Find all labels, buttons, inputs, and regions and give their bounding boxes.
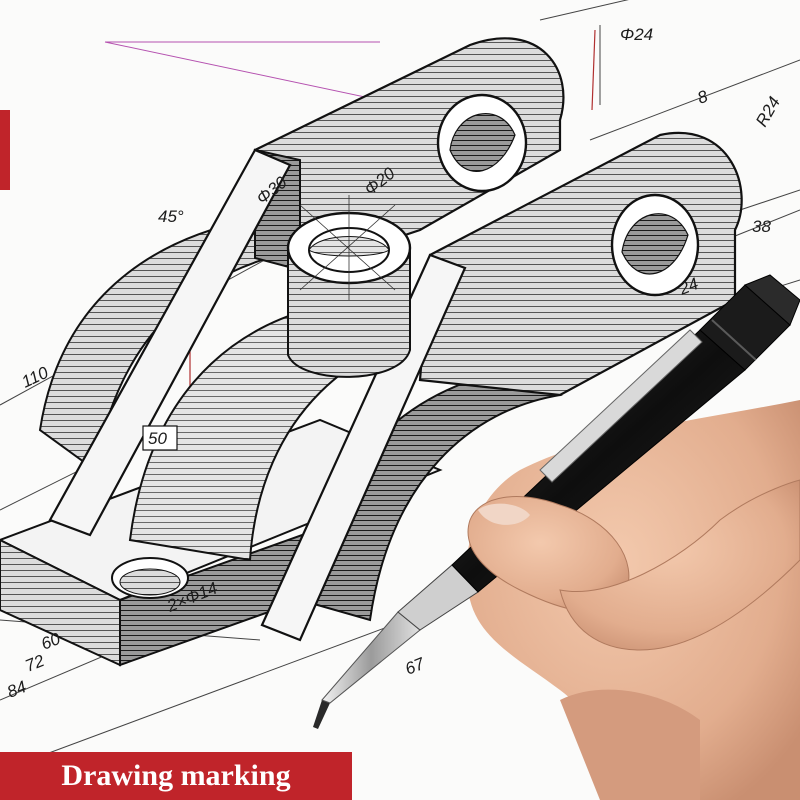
label-8: 8 [695, 86, 711, 107]
boss-cylinder [286, 195, 412, 378]
label-84: 84 [4, 677, 29, 702]
label-r24: R24 [752, 93, 784, 130]
caption-banner: Drawing marking [0, 752, 352, 800]
label-50-box [142, 425, 178, 451]
red-dia-line [591, 29, 596, 111]
label-50: 50 [148, 429, 167, 448]
label-110: 110 [19, 363, 52, 392]
label-phi24: Φ24 [620, 25, 653, 44]
label-38: 38 [752, 217, 771, 236]
red-edge-mark [0, 110, 10, 190]
label-67: 67 [402, 654, 427, 679]
front-upright [418, 131, 743, 397]
ribs [48, 148, 467, 642]
fingers [467, 479, 800, 651]
label-72: 72 [22, 651, 47, 676]
label-angle45: 45° [158, 207, 184, 226]
back-upright [253, 37, 565, 272]
